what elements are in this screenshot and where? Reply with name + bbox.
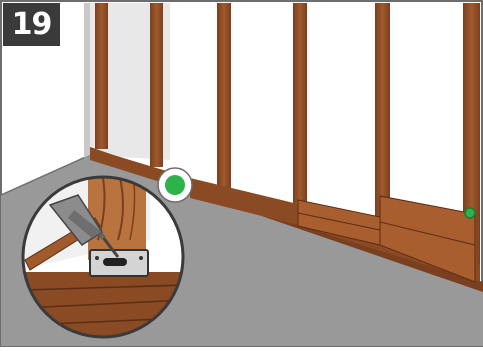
stud	[95, 3, 108, 149]
stud	[293, 3, 307, 213]
stud	[150, 3, 163, 167]
fastener-marker-icon	[465, 208, 475, 218]
status-dot-icon	[158, 168, 192, 202]
stud	[217, 3, 231, 191]
anchor-clip-icon	[90, 250, 148, 276]
step-number-badge: 19	[3, 3, 60, 46]
